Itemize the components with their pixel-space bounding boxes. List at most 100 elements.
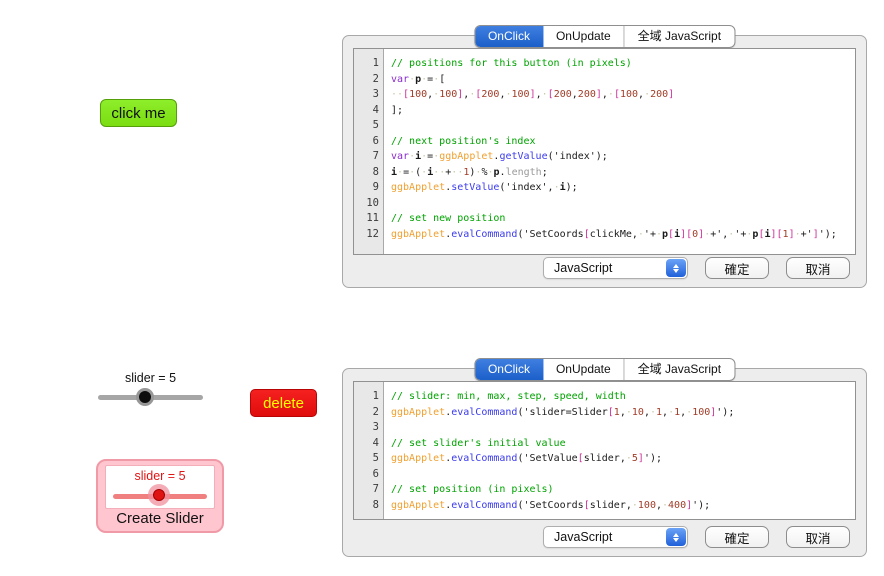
language-select[interactable]: JavaScript (543, 526, 688, 548)
code-token: ggbApplet (439, 151, 494, 162)
whitespace-dots: · (607, 89, 614, 100)
code-token: 1 (656, 406, 663, 418)
code-token: evalCommand (451, 406, 518, 418)
line-number: 3 (372, 88, 379, 100)
code-token: [ (758, 228, 765, 240)
line-number: 7 (372, 483, 379, 495)
select-stepper-icon[interactable] (666, 259, 686, 277)
code-area[interactable]: // positions for this button (in pixels)… (384, 49, 855, 254)
code-line: // set slider's initial value (391, 436, 855, 452)
code-token: ,· (427, 89, 440, 100)
code-token: · (409, 74, 415, 85)
code-token: p (415, 73, 422, 85)
slider-knob[interactable] (136, 388, 154, 406)
code-token: ,· (535, 89, 548, 100)
tab-onclick[interactable]: OnClick (474, 359, 543, 380)
code-token: ,· (680, 406, 693, 418)
code-line: // set new position (391, 211, 855, 227)
code-token: [ (475, 89, 482, 100)
code-line: ggbApplet.evalCommand('SetCoords[slider,… (391, 498, 855, 514)
code-token: [ (403, 89, 410, 100)
code-token: ('SetCoords (517, 228, 584, 240)
whitespace-dots: · (409, 166, 416, 178)
line-number: 10 (366, 196, 379, 209)
delete-button[interactable]: delete (250, 389, 317, 417)
line-number: 5 (372, 119, 379, 131)
code-token: [ (547, 89, 554, 100)
create-slider-value-label: slider = 5 (134, 469, 186, 483)
whitespace-dots: · (475, 166, 482, 178)
chevron-down-icon (673, 268, 679, 273)
cancel-button[interactable]: 取消 (786, 526, 850, 548)
line-number: 7 (372, 150, 379, 162)
create-slider-button[interactable]: slider = 5 Create Slider (96, 459, 224, 533)
code-line: ··[100,·100],·[200,·100],·[200,200],·[10… (391, 87, 855, 103)
tab-onclick[interactable]: OnClick (474, 26, 543, 47)
tab-global-javascript[interactable]: 全域 JavaScript (623, 359, 734, 380)
code-token: p (493, 166, 500, 178)
code-token: ][ (770, 228, 783, 240)
code-token: ggbApplet (391, 228, 446, 240)
code-token: ,· (643, 406, 656, 418)
line-number: 8 (372, 498, 379, 511)
code-token: 100 (692, 406, 711, 418)
code-token: clickMe,·'+· (589, 228, 662, 240)
tab-global-javascript[interactable]: 全域 JavaScript (623, 26, 734, 47)
whitespace-dots: · (625, 453, 632, 464)
code-token: p (662, 228, 669, 240)
code-token: ] (710, 406, 717, 418)
code-line: // set position (in pixels) (391, 482, 855, 498)
code-comment: // set slider's initial value (391, 437, 566, 449)
cancel-button[interactable]: 取消 (786, 257, 850, 279)
code-token: ('index'); (547, 151, 608, 162)
language-select-value: JavaScript (554, 530, 613, 544)
code-token: ][ (680, 228, 693, 240)
code-token: ·=· (421, 151, 440, 162)
language-select[interactable]: JavaScript (543, 257, 688, 279)
create-slider-caption: Create Slider (116, 510, 204, 527)
code-token: 100 (619, 89, 639, 100)
code-token: ,· (638, 89, 651, 100)
code-token: ('index',· (499, 182, 560, 193)
code-token: . (445, 499, 452, 511)
chevron-up-icon (673, 532, 679, 537)
code-token: 100 (511, 89, 530, 100)
whitespace-dots: · (469, 89, 476, 100)
code-line: // next position's index (391, 134, 855, 150)
code-token: ggbApplet (391, 499, 446, 511)
line-number: 6 (372, 134, 379, 147)
code-token: [ (607, 406, 614, 418)
line-number: 1 (372, 57, 379, 69)
ok-button[interactable]: 確定 (705, 526, 769, 548)
code-token: i (559, 182, 566, 193)
click-me-button[interactable]: click me (100, 99, 177, 127)
code-comment: // set position (in pixels) (391, 484, 554, 495)
create-slider-preview: slider = 5 (105, 465, 215, 509)
code-token: i (764, 228, 771, 240)
code-token: ]; (391, 104, 404, 116)
tab-onupdate[interactable]: OnUpdate (555, 362, 611, 376)
code-token: ] (686, 499, 693, 511)
code-comment: // next position's index (391, 135, 536, 147)
dialog-button-bar: JavaScript 確定取消 (543, 526, 850, 548)
code-token: ('SetCoords (517, 499, 584, 511)
code-comment: // set new position (391, 213, 506, 224)
chevron-up-icon (673, 263, 679, 268)
tab-bar: OnClick OnUpdate 全域 JavaScript (473, 25, 736, 48)
ok-button[interactable]: 確定 (705, 257, 769, 279)
select-stepper-icon[interactable] (666, 528, 686, 546)
whitespace-dots: · (668, 406, 675, 418)
whitespace-dots: · (409, 73, 416, 85)
line-number: 11 (366, 212, 379, 224)
whitespace-dots: · (433, 73, 440, 85)
whitespace-dots: · (421, 166, 428, 178)
code-token: 100 (409, 89, 428, 100)
code-token: ··+·· (433, 166, 464, 178)
tab-onupdate[interactable]: OnUpdate (555, 29, 611, 43)
code-token: 5 (631, 453, 638, 464)
whitespace-dots: ·· (391, 89, 404, 100)
